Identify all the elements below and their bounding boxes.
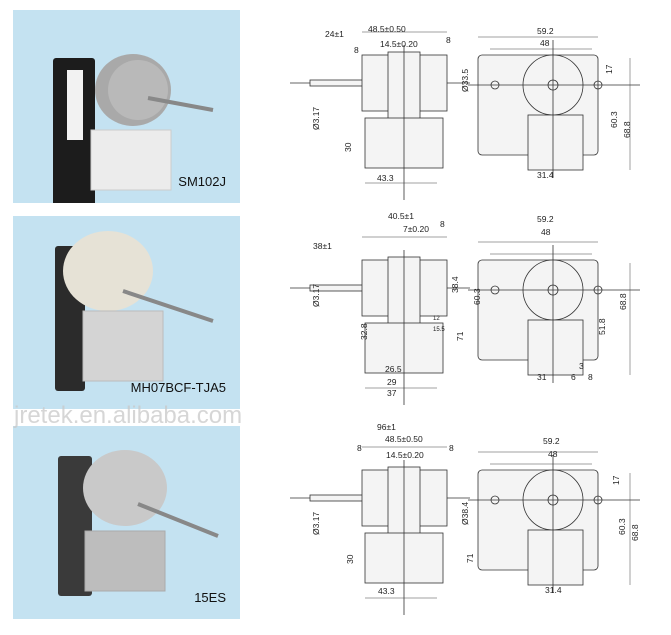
dim-top: 17 — [611, 475, 621, 485]
dim-coil: 31.4 — [537, 170, 554, 180]
dim-front-height: 68.8 — [618, 293, 628, 310]
dim-diameter: 38.4 — [450, 276, 460, 293]
dim-height: 30 — [343, 142, 353, 152]
dim-core: 14.5±0.20 — [380, 39, 418, 49]
stator-right — [418, 259, 448, 317]
dim-diameter: Ø33.5 — [460, 69, 470, 92]
dim-overall: 40.5±1 — [388, 211, 414, 221]
dim-shaft-dia: Ø3.17 — [311, 512, 321, 535]
dim-core: 14.5±0.20 — [386, 450, 424, 460]
drawing-outlines — [290, 31, 640, 615]
dim-core: 7±0.20 — [403, 224, 429, 234]
dim-total-height: 71 — [455, 331, 465, 341]
dim-front-width: 59.2 — [543, 436, 560, 446]
dim-height: 30 — [345, 554, 355, 564]
dim-front-height: 68.8 — [622, 121, 632, 138]
dim-coil: 31.4 — [545, 585, 562, 595]
dim-width: 43.3 — [378, 586, 395, 596]
motor-photo — [55, 231, 214, 391]
dim-right-gap: 8 — [449, 443, 454, 453]
coil — [527, 529, 584, 586]
dim-mid: 60.3 — [609, 111, 619, 128]
model-label: 15ES — [194, 590, 226, 605]
dim-overall: 48.5±0.50 — [368, 24, 406, 34]
dim-front-width: 59.2 — [537, 26, 554, 36]
dim-left-gap: 8 — [354, 45, 359, 55]
dim-shaft-length: 24±1 — [325, 29, 344, 39]
stator-right — [418, 54, 448, 112]
watermark: jretek.en.alibaba.com — [13, 402, 242, 429]
dim-holes: 48 — [541, 227, 551, 237]
dim-mid: 60.3 — [472, 288, 482, 305]
dim-term-a: 12 — [433, 316, 440, 322]
shaft — [309, 79, 366, 87]
dim-term-b: 15.5 — [433, 327, 445, 333]
product-photo-panel-3: 15ES — [13, 426, 240, 619]
stator-left — [361, 469, 391, 527]
product-photo-panel-2: MH07BCF-TJA5 — [13, 216, 240, 409]
shaft — [309, 494, 366, 502]
dim-shaft-dia: Ø3.17 — [311, 107, 321, 130]
dim-w3: 37 — [387, 388, 397, 398]
dim-t3: 8 — [588, 372, 593, 382]
dim-front-width: 59.2 — [537, 214, 554, 224]
dim-shaft-length: 38±1 — [313, 241, 332, 251]
dim-holes: 48 — [548, 449, 558, 459]
dim-overall: 48.5±0.50 — [385, 434, 423, 444]
dim-w1: 26.5 — [385, 364, 402, 374]
motor-photo — [58, 450, 219, 596]
stator-left — [361, 54, 391, 112]
dim-left-gap: 8 — [357, 443, 362, 453]
dim-shaft-dia: Ø3.17 — [311, 284, 321, 307]
model-label: MH07BCF-TJA5 — [130, 380, 226, 395]
dim-top: 17 — [604, 64, 614, 74]
dim-w2: 29 — [387, 377, 397, 387]
stator-right — [418, 469, 448, 527]
stator-left — [361, 259, 391, 317]
coil — [527, 319, 584, 376]
dim-diameter: Ø38.4 — [460, 502, 470, 525]
dim-front-height: 68.8 — [630, 524, 640, 541]
dim-width: 43.3 — [377, 173, 394, 183]
motor-photo — [53, 54, 214, 203]
dim-mid: 60.3 — [617, 518, 627, 535]
dim-t2: 6 — [571, 372, 576, 382]
dim-holes: 48 — [540, 38, 550, 48]
model-label: SM102J — [178, 174, 226, 189]
coil — [527, 114, 584, 171]
dim-total: 96±1 — [377, 422, 396, 432]
dim-t1: 3 — [579, 361, 584, 371]
dim-total-height: 71 — [465, 553, 475, 563]
dim-coil: 31 — [537, 372, 547, 382]
product-photo-panel-1: SM102J — [13, 10, 240, 203]
dim-height: 32.8 — [359, 323, 369, 340]
dim-right-gap: 8 — [440, 219, 445, 229]
dim-inner: 51.8 — [597, 318, 607, 335]
dim-right-gap: 8 — [446, 35, 451, 45]
